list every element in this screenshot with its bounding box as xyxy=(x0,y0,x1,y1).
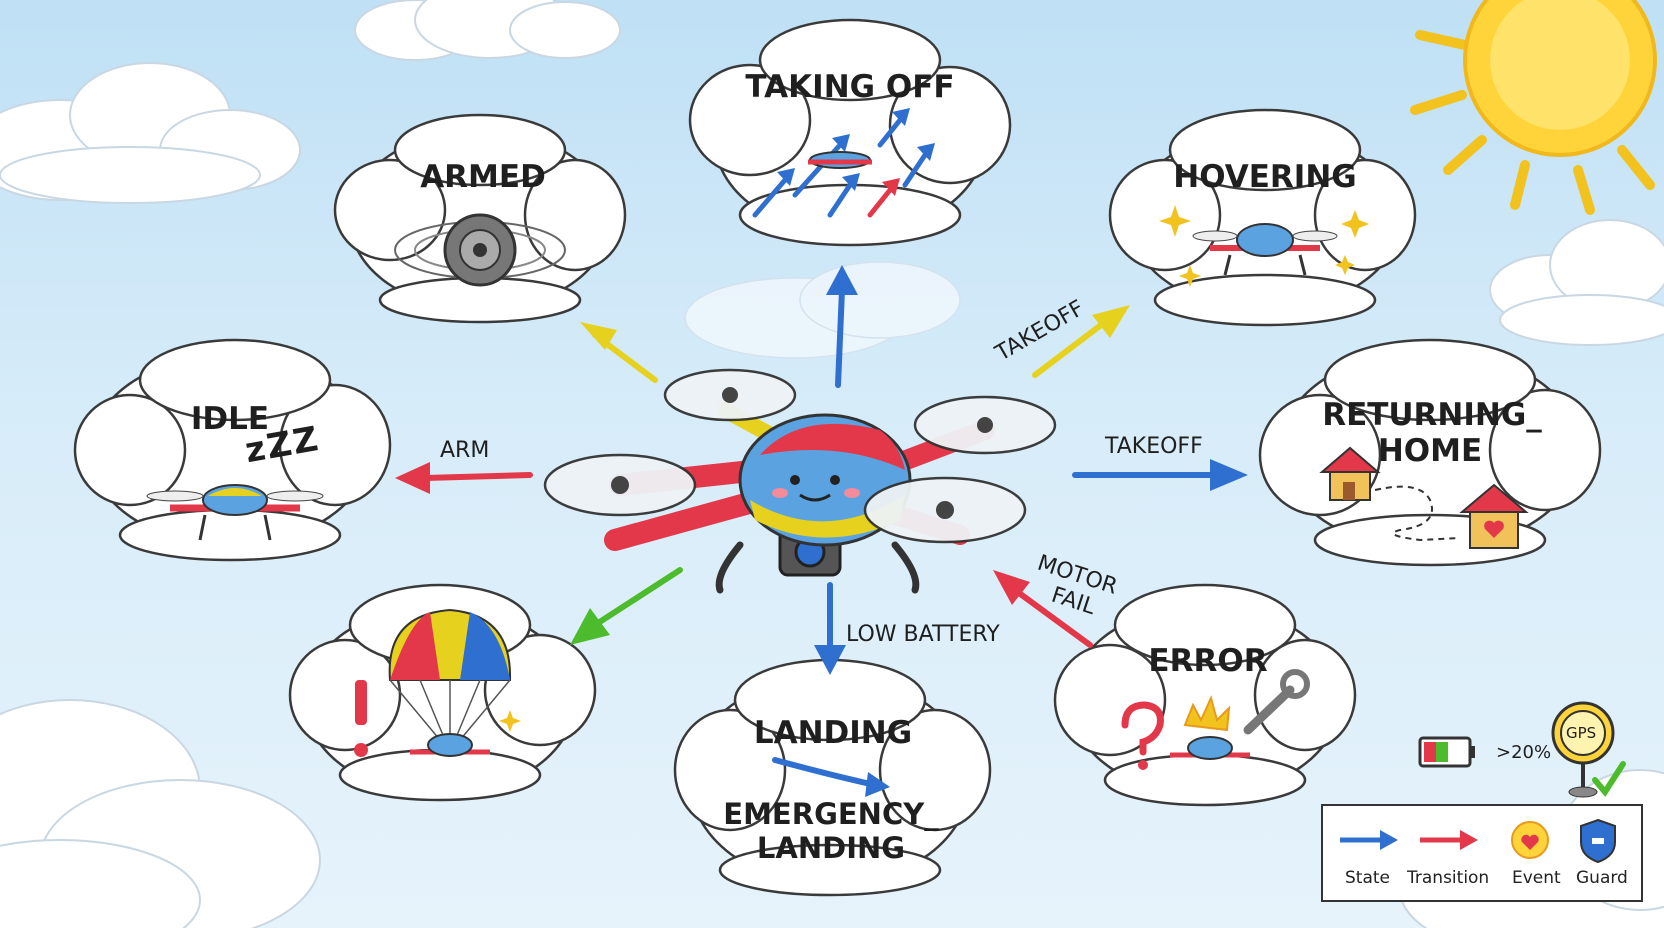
landing-arrow xyxy=(772,757,890,797)
state-cloud-taking-off xyxy=(688,18,1012,247)
gps-icon xyxy=(1551,701,1626,798)
taking-off-drone-arrows xyxy=(752,108,935,218)
arrow-to-idle xyxy=(395,462,533,494)
arrow-to-armed xyxy=(580,322,658,383)
legend-event-swatch xyxy=(1511,821,1549,859)
transition-label-arm: ARM xyxy=(440,438,490,463)
bg-cloud-right xyxy=(1489,219,1664,346)
state-title-returning-home-line1: RETURNING_ xyxy=(1322,397,1542,433)
sun-icon xyxy=(1410,0,1657,215)
state-title-returning-home-line2: HOME xyxy=(1377,433,1483,469)
state-title-armed: ARMED xyxy=(420,159,546,195)
legend-guard-swatch xyxy=(1580,818,1616,864)
state-cloud-hovering xyxy=(1108,108,1417,327)
state-title-landing: LANDING xyxy=(753,715,913,751)
state-title-error: ERROR xyxy=(1148,643,1268,679)
state-title-emergency-landing-line1: EMERGENCY_ xyxy=(723,797,939,831)
arrow-to-hovering xyxy=(1032,305,1130,378)
state-cloud-idle xyxy=(73,338,392,562)
battery-guard-label: >20% xyxy=(1496,742,1552,763)
hovering-drone xyxy=(1159,205,1369,287)
error-icons xyxy=(1121,669,1310,770)
returning-home-houses xyxy=(1319,446,1529,549)
legend-label-event: Event xyxy=(1512,868,1561,888)
state-title-idle: IDLE xyxy=(190,401,270,437)
bg-cloud-top-left xyxy=(0,62,301,204)
state-title-taking-off: TAKING OFF xyxy=(745,69,955,105)
legend-state-swatch xyxy=(1340,830,1398,850)
legend-label-transition: Transition xyxy=(1407,868,1490,888)
gps-label: GPS xyxy=(1566,724,1597,742)
legend-box xyxy=(1321,804,1643,902)
arrow-to-taking-off xyxy=(826,265,858,388)
idle-drone xyxy=(146,484,324,541)
transition-label-low-battery: LOW BATTERY xyxy=(846,622,1000,647)
state-cloud-landing xyxy=(673,658,992,897)
transition-label-takeoff-right: TAKEOFF xyxy=(1105,434,1203,459)
battery-icon xyxy=(1418,736,1475,768)
bg-cloud-bottom-left xyxy=(0,699,321,928)
emergency-parachute xyxy=(354,608,521,757)
arrow-to-landing xyxy=(814,582,846,675)
state-title-hovering: HOVERING xyxy=(1173,159,1357,195)
state-title-emergency-landing-line2: LANDING xyxy=(756,831,906,865)
arrow-from-error xyxy=(993,570,1093,648)
arrow-to-returning-home xyxy=(1072,459,1248,491)
central-drone xyxy=(543,368,1057,594)
armed-spinning-rotor xyxy=(394,213,566,287)
faint-cloud xyxy=(684,261,961,359)
arrow-to-emergency xyxy=(570,567,683,645)
bg-cloud-top-center xyxy=(354,0,621,61)
legend-label-state: State xyxy=(1345,868,1390,888)
legend-label-guard: Guard xyxy=(1576,868,1628,888)
legend-transition-swatch xyxy=(1420,830,1478,850)
state-cloud-error xyxy=(1053,583,1357,807)
